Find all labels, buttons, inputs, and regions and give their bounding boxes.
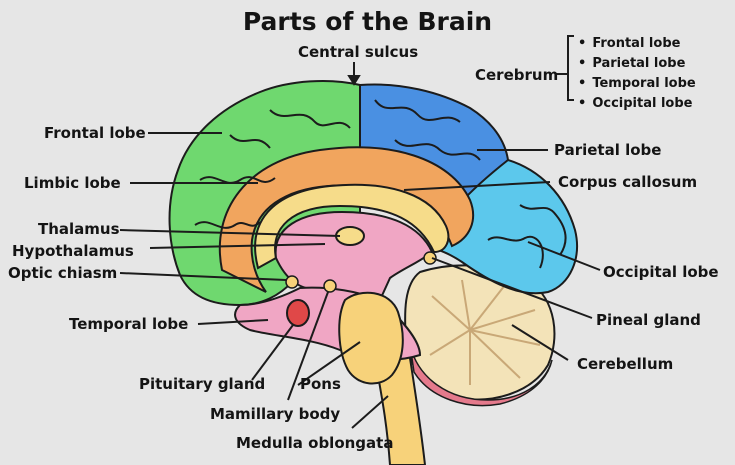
cerebrum-lobe-item: Frontal lobe	[578, 34, 696, 54]
thalamus-shape	[335, 226, 365, 246]
label-temporal-lobe: Temporal lobe	[69, 315, 189, 333]
pineal-gland-shape	[423, 251, 437, 265]
optic-chiasm-shape	[285, 275, 299, 289]
pons-shape	[338, 291, 404, 385]
label-thalamus: Thalamus	[38, 220, 120, 238]
label-hypothalamus: Hypothalamus	[12, 242, 134, 260]
arbor-vitae-lines	[429, 279, 541, 385]
label-cerebrum: Cerebrum	[475, 66, 559, 84]
label-limbic-lobe: Limbic lobe	[24, 174, 121, 192]
label-corpus-callosum: Corpus callosum	[558, 173, 698, 191]
corpus-callosum-shape	[254, 183, 450, 270]
label-medulla-oblongata: Medulla oblongata	[236, 434, 394, 452]
diagram-title: Parts of the Brain	[242, 7, 493, 36]
label-parietal-lobe: Parietal lobe	[554, 141, 662, 159]
leader-lines	[119, 35, 601, 429]
pituitary-gland-shape	[286, 299, 310, 327]
label-frontal-lobe: Frontal lobe	[44, 124, 146, 142]
label-pineal-gland: Pineal gland	[596, 311, 701, 329]
cerebrum-lobe-list: Frontal lobe Parietal lobe Temporal lobe…	[578, 34, 696, 114]
label-mamillary-body: Mamillary body	[210, 405, 341, 423]
cerebrum-lobe-item: Occipital lobe	[578, 94, 696, 114]
label-optic-chiasm: Optic chiasm	[8, 264, 118, 282]
cerebrum-lobe-item: Temporal lobe	[578, 74, 695, 94]
label-pituitary-gland: Pituitary gland	[139, 375, 266, 393]
cerebrum-lobe-item: Parietal lobe	[578, 54, 696, 74]
cerebellum-lower-folds	[409, 344, 553, 407]
label-occipital-lobe: Occipital lobe	[603, 263, 719, 281]
mamillary-body-shape	[323, 279, 337, 293]
label-pons: Pons	[300, 375, 341, 393]
gyri-folds	[194, 99, 567, 269]
label-cerebellum: Cerebellum	[577, 355, 674, 373]
label-central-sulcus: Central sulcus	[298, 43, 419, 61]
